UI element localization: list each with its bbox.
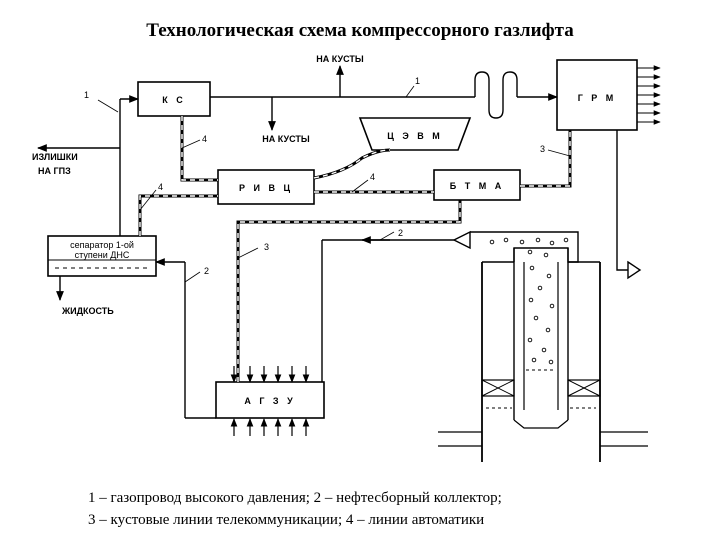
- box-grm-label: Г Р М: [578, 93, 617, 103]
- legend: 1 – газопровод высокого давления; 2 – не…: [88, 487, 502, 531]
- box-btma-label: Б Т М А: [450, 181, 504, 191]
- separator-label-line2: ступени ДНС: [75, 250, 130, 260]
- line-number-markers: [97, 85, 571, 283]
- box-agzu-label: А Г З У: [244, 396, 295, 406]
- gas-bubbles: [489, 237, 569, 365]
- box-agzu: А Г З У: [215, 381, 325, 419]
- line-num-3a: 3: [264, 242, 269, 252]
- box-ks: К С: [137, 81, 211, 117]
- line-num-2b: 2: [204, 266, 209, 276]
- box-btma: Б Т М А: [433, 169, 521, 201]
- line-num-4a: 4: [202, 134, 207, 144]
- agzu-input-arrows: [230, 366, 310, 436]
- automation-line-4: [138, 116, 434, 236]
- line-num-3b: 3: [540, 144, 545, 154]
- label-na-kusty-mid: НА КУСТЫ: [262, 134, 310, 144]
- box-tsevm-label: Ц Э В М: [387, 131, 442, 141]
- legend-line-2: 3 – кустовые линии телекоммуникации; 4 –…: [88, 512, 485, 528]
- diagram-title: Технологическая схема компрессорного газ…: [146, 20, 574, 41]
- telecom-line-3: [236, 130, 572, 382]
- box-separator: сепаратор 1-ой ступени ДНС: [47, 235, 157, 277]
- well: [438, 231, 648, 462]
- line-num-2a: 2: [398, 228, 403, 238]
- box-ks-label: К С: [162, 95, 186, 105]
- box-grm: Г Р М: [556, 59, 638, 131]
- legend-line-1: 1 – газопровод высокого давления; 2 – не…: [88, 490, 502, 506]
- line-num-4b: 4: [158, 182, 163, 192]
- label-na-gpz: НА ГПЗ: [38, 166, 71, 176]
- box-tsevm: Ц Э В М: [358, 117, 472, 151]
- line-num-1a: 1: [84, 90, 89, 100]
- oil-collector-2: [56, 230, 471, 419]
- gas-pipeline-1: [37, 65, 642, 280]
- grm-output-arrows: [637, 65, 661, 125]
- box-rivc: Р И В Ц: [217, 169, 315, 205]
- line-num-4c: 4: [370, 172, 375, 182]
- line-num-1b: 1: [415, 76, 420, 86]
- label-na-kusty-top: НА КУСТЫ: [316, 54, 364, 64]
- box-rivc-label: Р И В Ц: [239, 183, 293, 193]
- label-zhidkost: ЖИДКОСТЬ: [61, 306, 114, 316]
- separator-label-line1: сепаратор 1-ой: [70, 240, 134, 250]
- label-izlishki: ИЗЛИШКИ: [32, 152, 78, 162]
